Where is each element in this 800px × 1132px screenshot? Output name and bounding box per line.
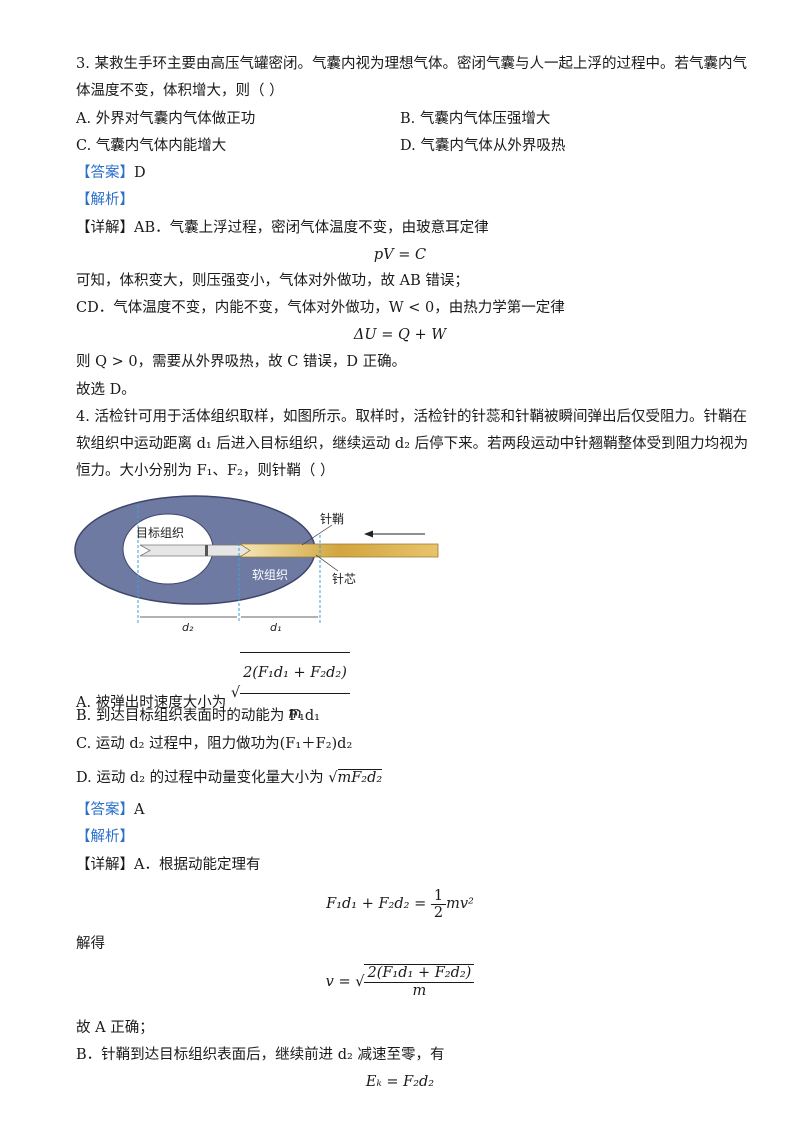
detail-text: AB．气囊上浮过程，密闭气体温度不变，由玻意耳定律	[134, 220, 489, 236]
q3-stem-line1: 3. 某救生手环主要由高压气罐密闭。气囊内视为理想气体。密闭气囊与人一起上浮的过…	[76, 56, 747, 72]
arrow-head-icon	[364, 530, 373, 538]
q4-stem-line1: 4. 活检针可用于活体组织取样，如图所示。取样时，活检针的针蕊和针鞘被瞬间弹出后…	[76, 409, 747, 425]
q4-equation-kinetic: Eₖ = F₂d₂	[365, 1074, 435, 1090]
q4-answer: 【答案】A	[76, 800, 144, 820]
eq2-numerator: 2(F₁d₁ + F₂d₂)	[364, 965, 475, 983]
label-target-tissue: 目标组织	[136, 526, 184, 540]
detail-tag: 【详解】	[76, 857, 134, 873]
q3-answer: 【答案】D	[76, 163, 146, 183]
label-soft-tissue: 软组织	[252, 568, 288, 582]
label-core: 针芯	[332, 571, 356, 586]
option-a-numerator: 2(F₁d₁ + F₂d₂)	[240, 653, 350, 694]
q4-option-a: A. 被弹出时速度大小为 √ 2(F₁d₁ + F₂d₂) m	[76, 652, 350, 744]
q3-option-a: A. 外界对气囊内气体做正功	[76, 111, 256, 127]
q4-equation-velocity: v = √ 2(F₁d₁ + F₂d₂) m	[0, 962, 800, 1002]
q4-option-c: C. 运动 d₂ 过程中，阻力做功为(F₁＋F₂)d₂	[76, 736, 353, 752]
q4-stem-line2: 软组织中运动距离 d₁ 后进入目标组织，继续运动 d₂ 后停下来。若两段运动中针…	[76, 436, 749, 452]
q4-detail1: 【详解】A．根据动能定理有	[76, 855, 260, 875]
answer-tag: 【答案】	[76, 802, 134, 818]
eq1-frac-den: 2	[433, 904, 444, 921]
option-d-text: D. 运动 d₂ 的过程中动量变化量大小为	[76, 770, 324, 786]
answer-tag: 【答案】	[76, 165, 134, 181]
biopsy-needle-figure: 目标组织 软组织 针鞘 针芯 d₂ d₁	[74, 495, 439, 634]
eq1-right: mv²	[446, 896, 474, 912]
eq2-fraction: 2(F₁d₁ + F₂d₂) m	[364, 964, 475, 1000]
q3-analysis-tag: 【解析】	[76, 190, 134, 210]
option-a-text: A. 被弹出时速度大小为	[76, 695, 227, 711]
answer-value: A	[134, 802, 145, 818]
analysis-tag: 【解析】	[76, 192, 134, 208]
q3-option-b: B. 气囊内气体压强增大	[400, 111, 551, 127]
label-d2: d₂	[182, 621, 194, 634]
analysis-tag: 【解析】	[76, 829, 134, 845]
option-d-expression: mF₂d₂	[337, 769, 383, 786]
q3-formula-first-law: ΔU = Q + W	[353, 327, 447, 343]
q3-option-d: D. 气囊内气体从外界吸热	[400, 138, 566, 154]
q3-formula-boyle: pV = C	[373, 247, 427, 263]
needle-sheath	[238, 543, 439, 558]
q3-stem-line2: 体温度不变，体积增大，则（ ）	[76, 83, 284, 99]
q3-option-c: C. 气囊内气体内能增大	[76, 138, 227, 154]
q4-solve: 解得	[76, 936, 105, 952]
q4-analysis-tag: 【解析】	[76, 827, 134, 847]
q4-stem-line3: 恒力。大小分别为 F₁、F₂，则针鞘（ ）	[76, 463, 335, 479]
detail-tag: 【详解】	[76, 220, 134, 236]
q3-detail1: 【详解】AB．气囊上浮过程，密闭气体温度不变，由玻意耳定律	[76, 218, 489, 238]
sheath-leader	[301, 524, 333, 546]
eq2-left: v =	[325, 974, 351, 990]
label-sheath: 针鞘	[320, 511, 344, 526]
eq1-frac-num: 1	[430, 888, 447, 905]
detail-text: A．根据动能定理有	[134, 857, 261, 873]
option-d-sqrt: √mF₂d₂	[328, 769, 383, 786]
q3-detail2: 可知，体积变大，则压强变小，气体对外做功，故 AB 错误；	[76, 273, 469, 289]
option-a-denominator: m	[288, 706, 302, 722]
q4-equation-energy: F₁d₁ + F₂d₂ = 1 2 mv²	[0, 885, 800, 923]
core-leader	[315, 554, 339, 572]
option-a-sqrt-expression: √ 2(F₁d₁ + F₂d₂) m	[231, 652, 350, 734]
sheath-gap	[205, 545, 208, 556]
q3-detail5: 故选 D。	[76, 382, 136, 398]
q3-detail3: CD．气体温度不变，内能不变，气体对外做功，W < 0，由热力学第一定律	[76, 300, 565, 316]
q4-detail-b: B．针鞘到达目标组织表面后，继续前进 d₂ 减速至零，有	[76, 1047, 445, 1063]
label-d1: d₁	[270, 621, 281, 634]
q3-detail4: 则 Q > 0，需要从外界吸热，故 C 错误，D 正确。	[76, 354, 407, 370]
eq1-fraction: 1 2	[430, 888, 447, 921]
eq2-denominator: m	[412, 983, 427, 999]
answer-value: D	[134, 165, 146, 181]
eq1-left: F₁d₁ + F₂d₂ =	[326, 896, 427, 912]
q4-option-d: D. 运动 d₂ 的过程中动量变化量大小为 √mF₂d₂	[76, 768, 383, 788]
q4-option-b: B. 到达目标组织表面时的动能为 F₁d₁	[76, 708, 320, 724]
q4-conclusion-a: 故 A 正确；	[76, 1020, 154, 1036]
